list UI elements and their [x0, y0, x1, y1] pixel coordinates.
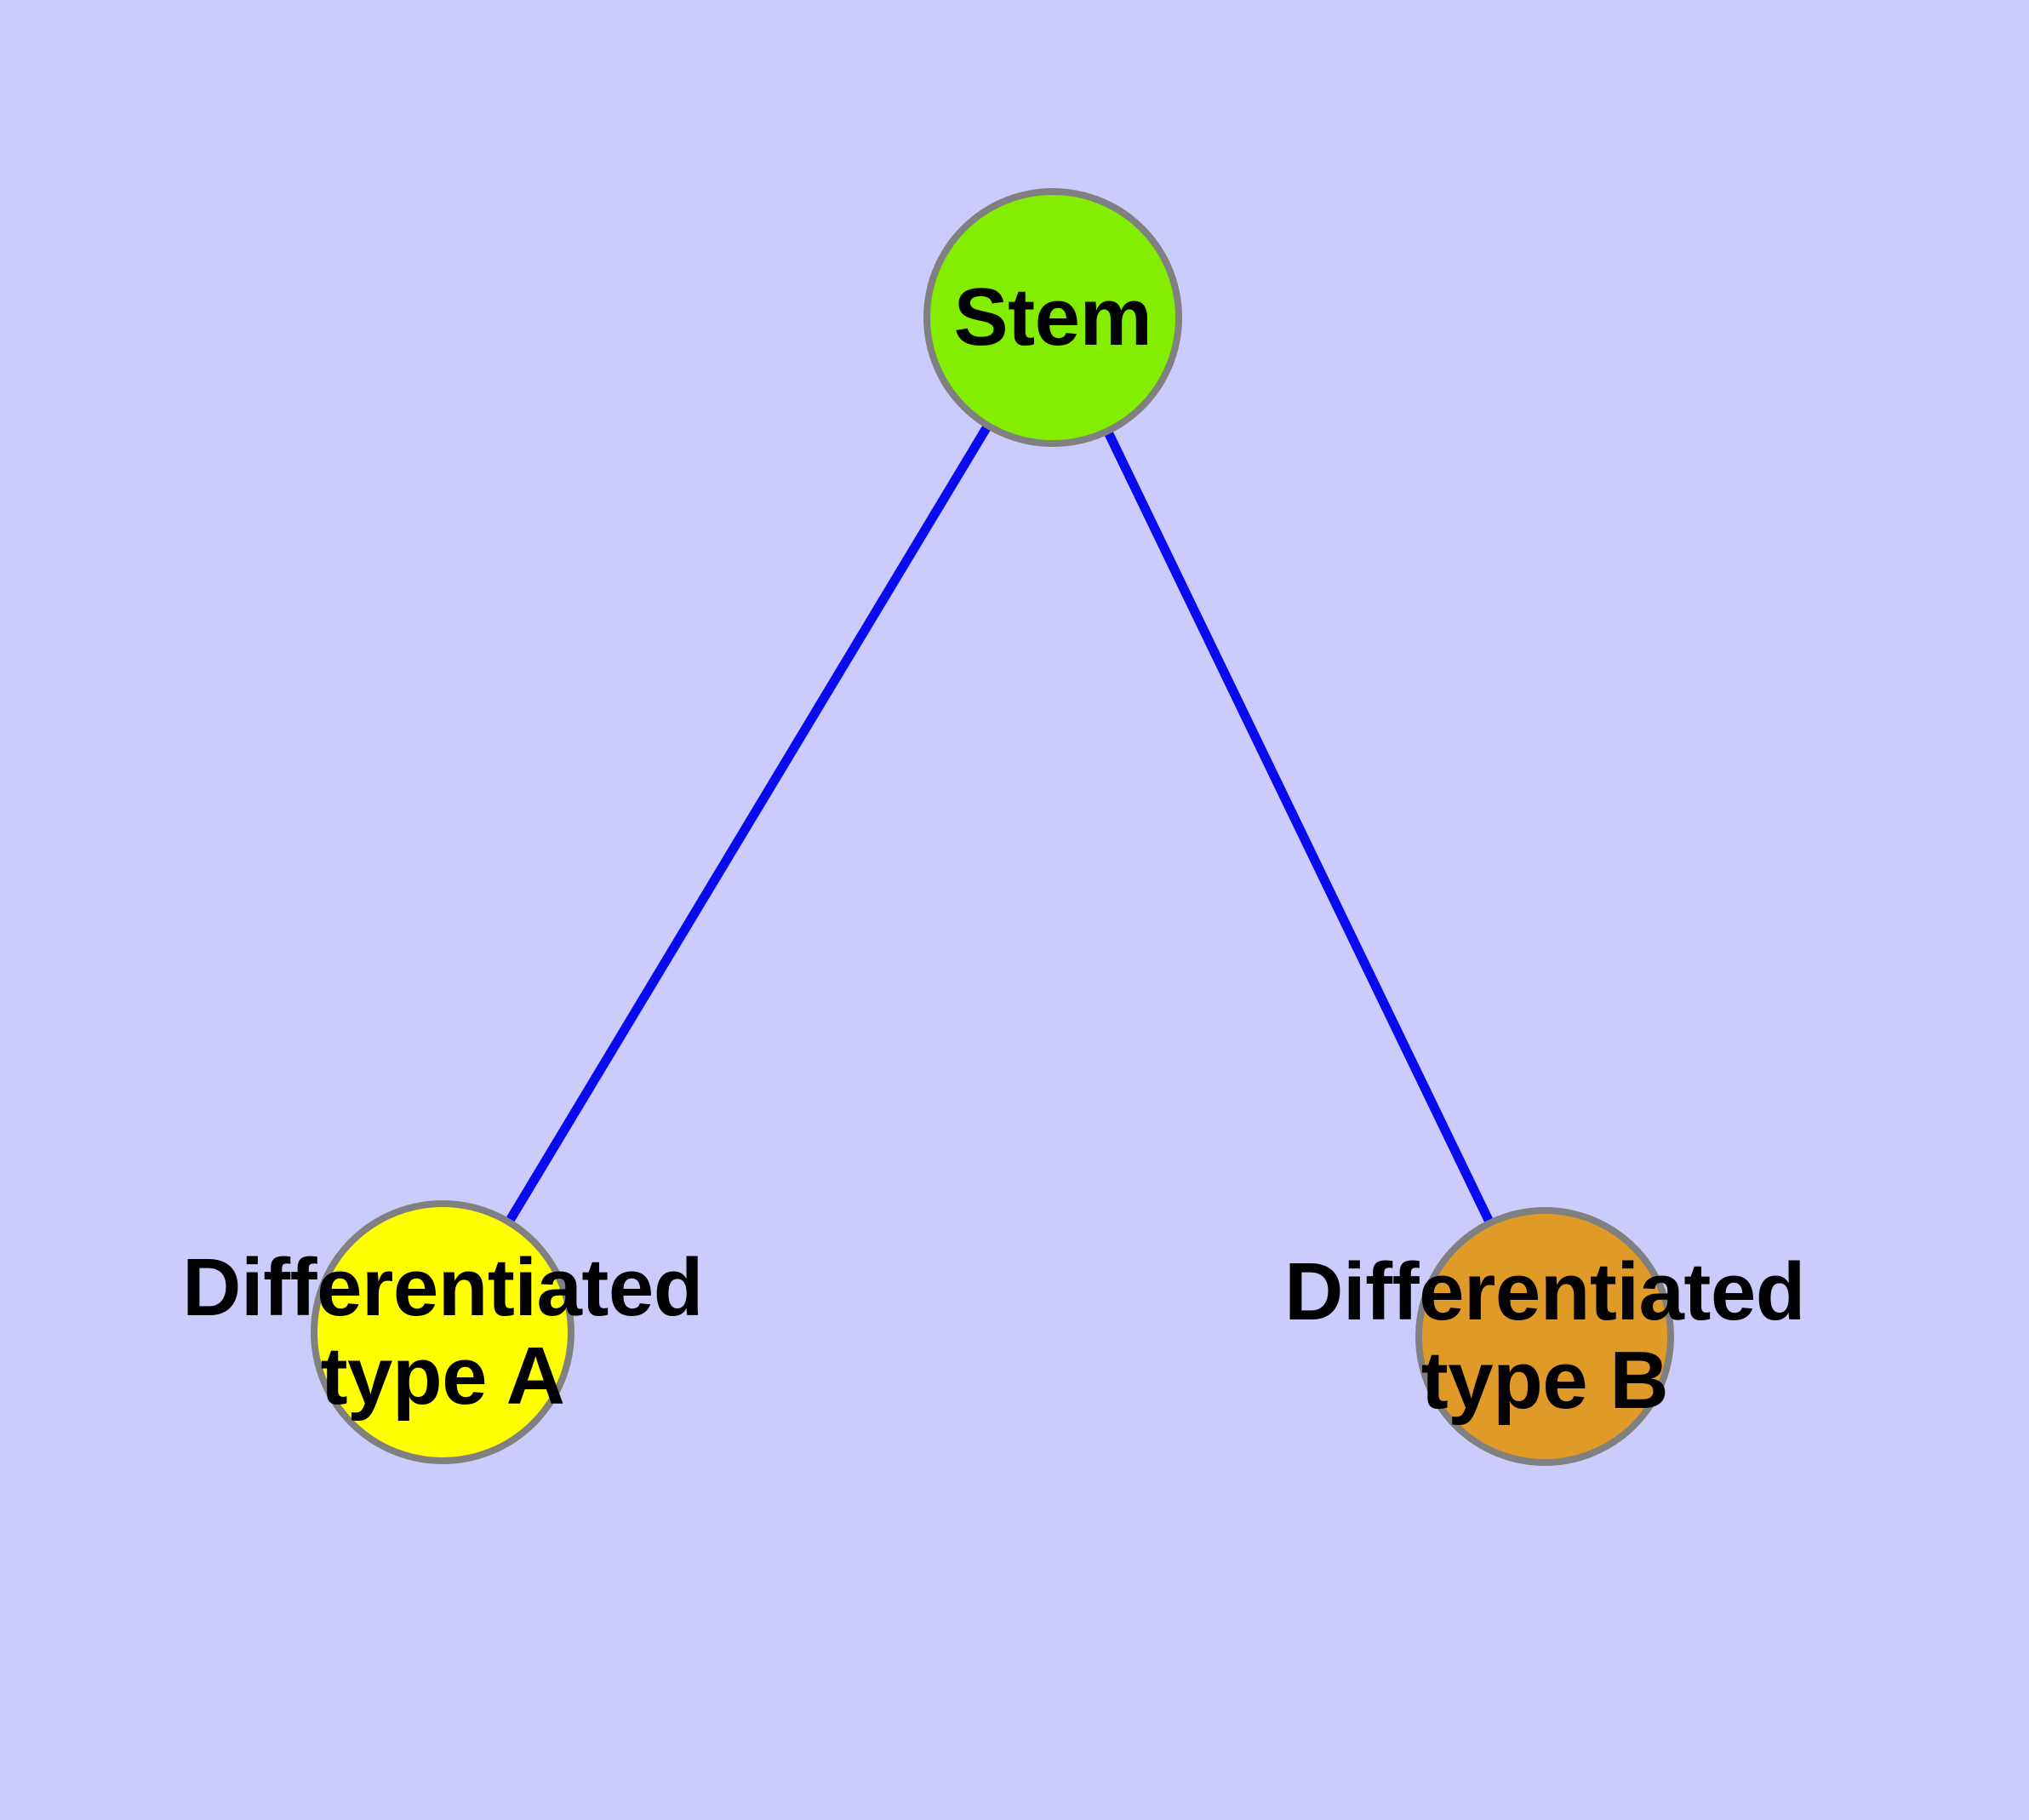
node-differentiated-a-circle[interactable] — [311, 1200, 574, 1464]
node-layer — [311, 188, 1674, 1466]
edge-stem-to-differentiated-a[interactable] — [438, 315, 1057, 1335]
edge-layer — [438, 315, 1549, 1339]
node-differentiated-b-circle[interactable] — [1415, 1207, 1674, 1466]
edge-stem-to-differentiated-b[interactable] — [1049, 315, 1549, 1339]
node-stem-circle[interactable] — [923, 188, 1182, 447]
